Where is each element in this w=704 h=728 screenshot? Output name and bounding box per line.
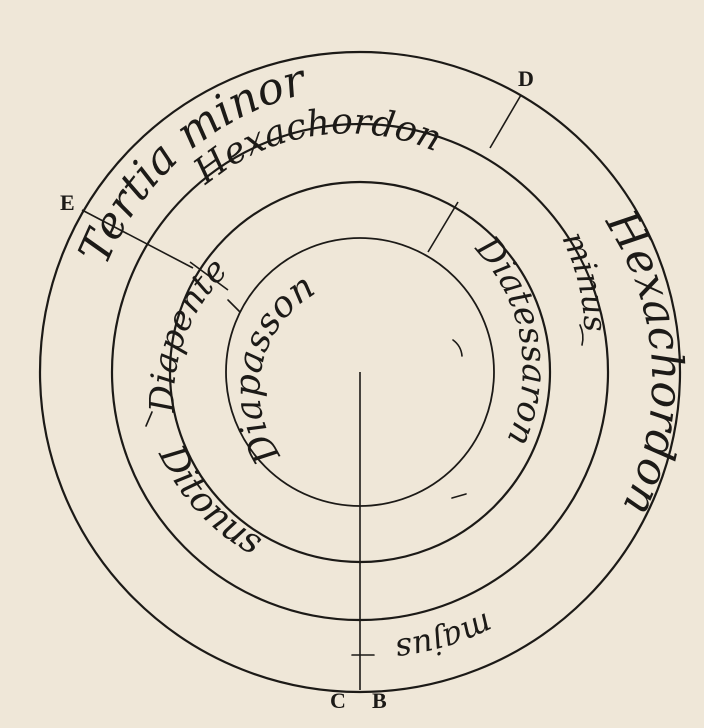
spoke-diatessaron <box>427 201 459 253</box>
dash-mark-6 <box>579 324 584 346</box>
point-b: B <box>372 688 387 713</box>
dash-mark-2 <box>452 339 463 357</box>
point-d: D <box>518 66 534 91</box>
spoke-d <box>489 94 522 149</box>
spoke-diapente <box>189 261 229 291</box>
spoke-e <box>81 209 194 269</box>
outer-ring <box>38 50 682 694</box>
dash-mark-1 <box>227 299 241 313</box>
point-e: E <box>60 190 75 215</box>
dash-mark-3 <box>145 411 153 427</box>
point-c: C <box>330 688 346 713</box>
dash-mark-4 <box>451 493 467 499</box>
